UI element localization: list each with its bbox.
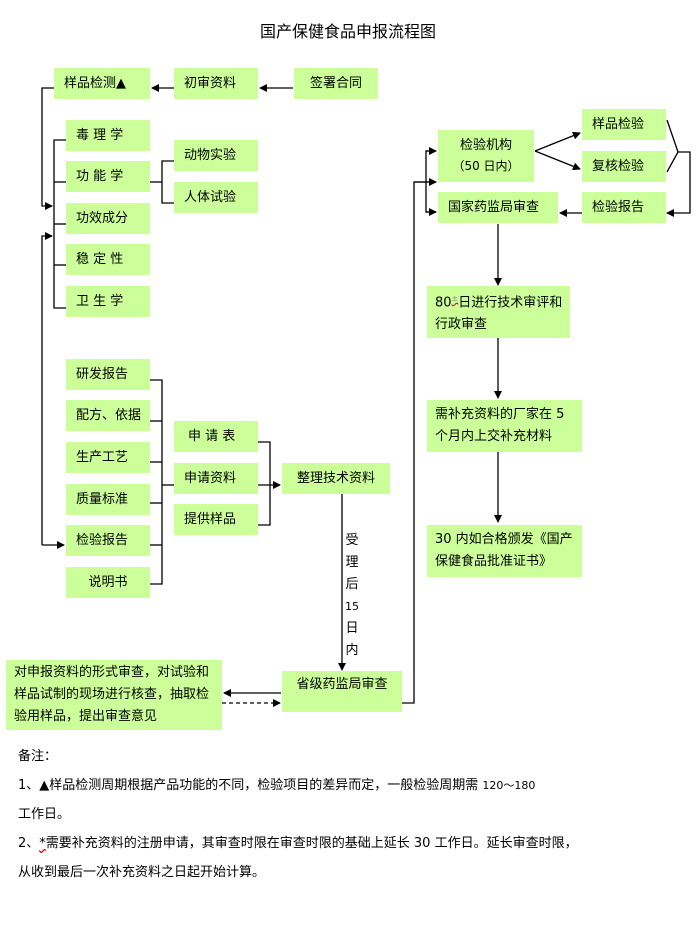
report-item-box: 质量标准	[66, 484, 150, 515]
inspection-agency-box: 检验机构 （50 日内）	[438, 130, 534, 182]
initial-review-box: 初审资料	[174, 68, 258, 99]
bracket-application	[258, 441, 271, 526]
note-1: 1、▲样品检测周期根据产品功能的不同，检验项目的差异而定，一般检验周期需 120…	[18, 778, 536, 822]
application-materials-box: 申请资料	[174, 463, 258, 494]
provide-samples-box: 提供样品	[174, 504, 258, 535]
certificate-box: 30 内如合格颁发《国产保健食品批准证书》	[427, 525, 582, 577]
notes-heading: 备注：	[18, 749, 58, 764]
organize-tech-materials-box: 整理技术资料	[282, 463, 390, 494]
sample-testing-box: 样品检测▲	[54, 68, 150, 99]
test-item-box: 稳 定 性	[66, 244, 150, 275]
bracket-reports	[150, 379, 163, 585]
accept-label: 受 理 后 15 日 内	[345, 533, 359, 658]
provincial-detail-box: 对申报资料的形式审查，对试验和样品试制的现场进行核查，抽取检验用样品，提出审查意…	[6, 660, 222, 730]
test-item-box: 功效成分	[66, 203, 150, 234]
sign-contract-box: 签署合同	[294, 68, 378, 99]
note-2: 2、*需要补充资料的注册申请，其审查时限在审查时限的基础上延长 30 工作日。延…	[18, 836, 578, 880]
tech-review-box: 80±日进行技术审评和行政审查	[427, 286, 570, 338]
test-item-box: 功 能 学	[66, 161, 150, 192]
report-item-box: 配方、依据	[66, 400, 150, 431]
bracket-function-sub	[161, 160, 175, 204]
provincial-review-box: 省级药监局审查	[282, 671, 402, 712]
line-return	[41, 232, 53, 545]
animal-test-box: 动物实验	[174, 140, 258, 171]
brace-tests	[666, 119, 679, 173]
recheck-inspection-box: 复核检验	[582, 151, 666, 182]
test-item-box: 卫 生 学	[66, 286, 150, 317]
page-title: 国产保健食品申报流程图	[259, 22, 436, 41]
report-item-box: 检验报告	[66, 525, 150, 556]
national-review-box: 国家药监局审查	[438, 192, 558, 223]
human-test-box: 人体试验	[174, 182, 258, 213]
report-item-box: 说明书	[66, 567, 150, 598]
application-form-box: 申 请 表	[174, 421, 258, 452]
report-item-box: 研发报告	[66, 359, 150, 390]
inspection-report-box: 检验报告	[582, 192, 666, 223]
notes: 备注： 1、▲样品检测周期根据产品功能的不同，检验项目的差异而定，一般检验周期需…	[18, 742, 578, 887]
line-testing-trunk	[41, 87, 54, 210]
sample-inspection-box: 样品检验	[582, 109, 666, 140]
report-item-box: 生产工艺	[66, 442, 150, 473]
supplement-box: 需补充资料的厂家在 5 个月内上交补充材料	[427, 400, 582, 452]
test-item-box: 毒 理 学	[66, 120, 150, 151]
